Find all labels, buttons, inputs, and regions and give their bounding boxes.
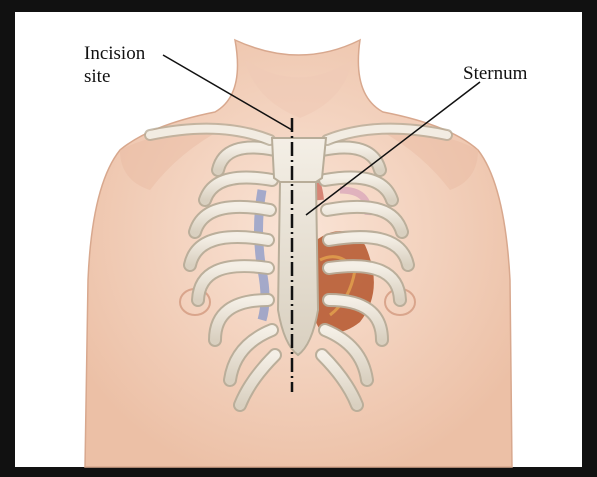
- incision-label-line1: Incision: [84, 42, 145, 65]
- sternum-label: Sternum: [463, 62, 527, 85]
- incision-label-line2: site: [84, 65, 145, 88]
- incision-label: Incision site: [84, 42, 145, 88]
